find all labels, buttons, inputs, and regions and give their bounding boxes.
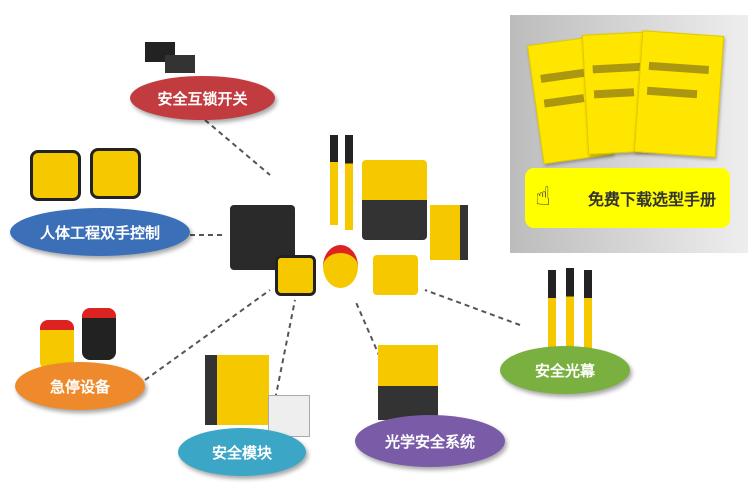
optical-scanner-image <box>378 345 438 420</box>
center-two-hand-image <box>275 255 316 296</box>
center-estop-image <box>323 245 358 288</box>
center-module-image <box>430 205 468 260</box>
safety-module-image-2 <box>268 395 310 437</box>
interlock-switch-image-2 <box>165 55 195 73</box>
center-light-curtain-image <box>330 135 338 225</box>
light-curtain-image <box>548 270 556 350</box>
center-scanner-image <box>362 160 427 240</box>
center-box-image <box>373 255 418 295</box>
category-two-hand-control[interactable]: 人体工程双手控制 <box>10 208 190 256</box>
brochure-image <box>633 30 725 158</box>
light-curtain-image-2 <box>566 268 574 350</box>
download-manual-button[interactable]: ☝ 免费下载选型手册 <box>525 168 730 228</box>
light-curtain-image-3 <box>584 270 592 350</box>
download-manual-label: 免费下载选型手册 <box>587 190 716 209</box>
category-light-curtain[interactable]: 安全光幕 <box>500 346 630 394</box>
category-emergency-stop[interactable]: 急停设备 <box>15 362 145 410</box>
two-hand-control-image-2 <box>90 148 141 199</box>
two-hand-control-image <box>30 150 81 201</box>
estop-image-2 <box>82 308 116 360</box>
center-light-curtain-image-2 <box>345 135 353 230</box>
category-safety-module[interactable]: 安全模块 <box>178 428 306 476</box>
category-interlock-switch[interactable]: 安全互锁开关 <box>130 76 275 120</box>
safety-module-image <box>205 355 269 425</box>
hand-pointer-icon: ☝ <box>535 182 551 212</box>
estop-image <box>40 320 74 370</box>
category-optical-safety[interactable]: 光学安全系统 <box>355 415 505 467</box>
